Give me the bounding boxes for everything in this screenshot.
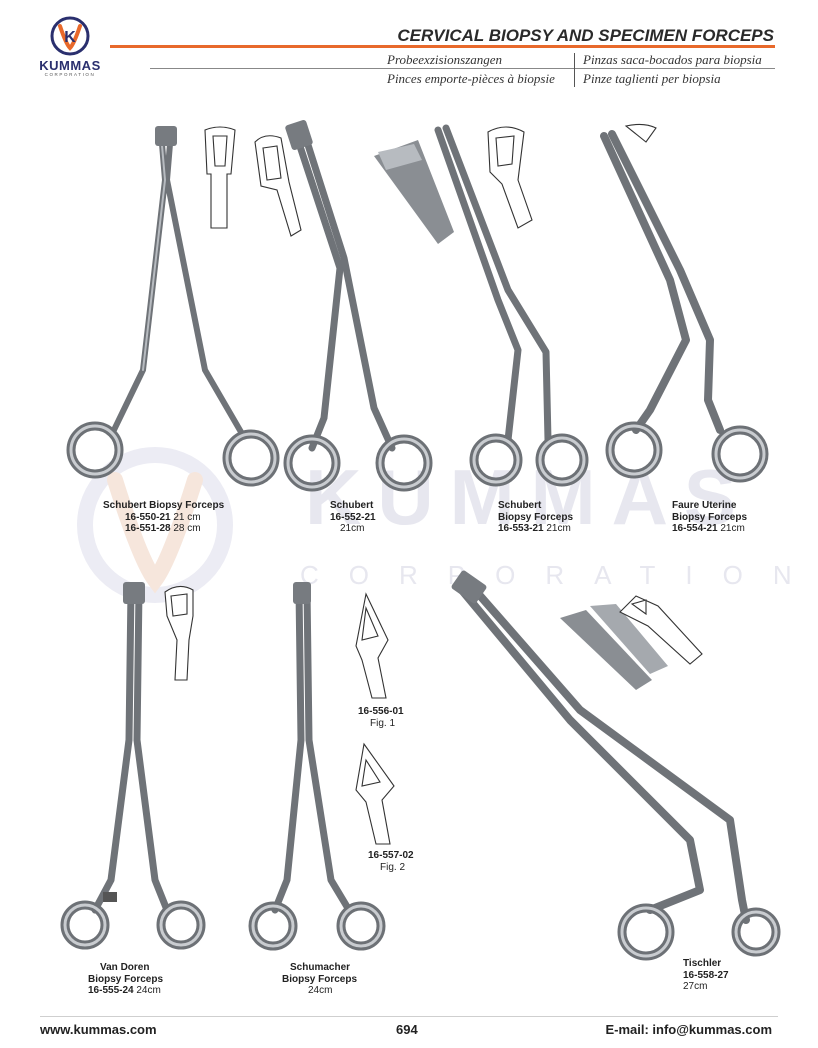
- footer-website-link[interactable]: www.kummas.com: [40, 1022, 157, 1037]
- footer-rule: [40, 1016, 778, 1017]
- instrument-schumacher-image: [248, 582, 386, 951]
- product-code-line: 16-550-21 21 cm: [103, 512, 224, 524]
- product-code-line: 16-551-28 28 cm: [103, 523, 224, 535]
- product-size: 24cm: [308, 985, 333, 996]
- product-size: 24cm: [136, 985, 161, 996]
- product-code-line: 16-553-21 21cm: [498, 523, 573, 535]
- product-name: Biopsy Forceps: [498, 511, 574, 523]
- logo-emblem-icon: K: [50, 16, 90, 56]
- product-size: 28 cm: [173, 523, 201, 534]
- caption-faure-uterine: Faure Uterine Biopsy Forceps 16-554-21 2…: [672, 500, 747, 535]
- header-accent-rule: [110, 45, 775, 48]
- instrument-schubert-biopsy-2-image: [374, 124, 589, 487]
- product-name: Schubert Biopsy Forceps: [103, 500, 225, 511]
- caption-tischler: Tischler 16-558-27 27cm: [683, 958, 729, 993]
- subtitle-italian: Pinze taglienti per biopsia: [583, 71, 721, 86]
- product-code: 16-558-27: [683, 969, 729, 981]
- product-name: Biopsy Forceps: [282, 973, 358, 985]
- caption-schubert-biopsy: Schubert Biopsy Forceps 16-550-21 21 cm …: [103, 500, 224, 535]
- product-code: 16-551-28: [125, 523, 171, 534]
- instrument-schubert-image: [283, 120, 433, 492]
- product-name: Van Doren: [100, 962, 150, 973]
- product-name: Faure Uterine: [672, 500, 737, 511]
- product-code: 16-553-21: [498, 523, 544, 534]
- figure-label: Fig. 1: [370, 717, 396, 729]
- caption-schumacher: Schumacher Biopsy Forceps 24cm: [282, 962, 357, 997]
- product-code-line: 16-554-21 21cm: [672, 523, 747, 535]
- product-code: 16-550-21: [125, 511, 171, 523]
- page-title: CERVICAL BIOPSY AND SPECIMEN FORCEPS: [397, 26, 774, 45]
- header-column-divider: [574, 53, 575, 87]
- instrument-tischler-image: [451, 570, 781, 961]
- product-size: 21cm: [340, 523, 365, 534]
- footer-email-link[interactable]: E-mail: info@kummas.com: [605, 1022, 772, 1037]
- brand-name: KUMMAS: [39, 58, 101, 73]
- figure-label: Fig. 2: [380, 861, 406, 873]
- subtitle-french: Pinces emporte-pièces à biopsie: [387, 71, 555, 86]
- figure-2-tip-drawing: [355, 742, 395, 845]
- product-size: 27cm: [683, 981, 708, 992]
- caption-schubert-biopsy-2: Schubert Biopsy Forceps 16-553-21 21cm: [498, 500, 573, 535]
- header-thin-rule: [150, 68, 775, 69]
- brand-subname: CORPORATION: [44, 72, 96, 77]
- watermark-logo-icon: [77, 447, 233, 603]
- product-size: 21cm: [720, 523, 745, 534]
- product-code: 16-552-21: [330, 511, 376, 523]
- subtitle-german: Probeexzisionszangen: [387, 52, 503, 67]
- page-number: 694: [396, 1022, 418, 1037]
- product-size: 21 cm: [173, 511, 201, 523]
- figure-code: 16-557-02: [368, 850, 414, 861]
- instrument-faure-uterine-image: [600, 123, 769, 483]
- caption-schubert: Schubert 16-552-21 21cm: [330, 500, 376, 535]
- product-name: Biopsy Forceps: [672, 511, 748, 523]
- product-name: Tischler: [683, 958, 722, 969]
- instrument-van-doren-image: [60, 582, 206, 950]
- figure-1-tip-drawing: [355, 592, 389, 699]
- watermark-subword: CORPORATION: [300, 560, 818, 590]
- caption-figure-1: 16-556-01 Fig. 1: [358, 706, 404, 729]
- subtitle-spanish: Pinzas saca-bocados para biopsia: [583, 52, 762, 67]
- product-size: 21cm: [546, 523, 571, 534]
- product-name: Schubert: [330, 500, 374, 511]
- product-name: Biopsy Forceps: [88, 973, 164, 985]
- brand-logo: K KUMMAS CORPORATION: [30, 14, 110, 77]
- caption-figure-2: 16-557-02 Fig. 2: [368, 850, 414, 873]
- product-code: 16-555-24: [88, 985, 134, 996]
- product-code-line: 16-555-24 24cm: [88, 985, 163, 997]
- instrument-schubert-biopsy-image: [66, 126, 302, 487]
- figure-code: 16-556-01: [358, 706, 404, 717]
- caption-van-doren: Van Doren Biopsy Forceps 16-555-24 24cm: [88, 962, 163, 997]
- product-name: Schumacher: [290, 962, 351, 973]
- svg-text:K: K: [64, 29, 76, 46]
- product-code: 16-554-21: [672, 523, 718, 534]
- product-name: Schubert: [498, 500, 542, 511]
